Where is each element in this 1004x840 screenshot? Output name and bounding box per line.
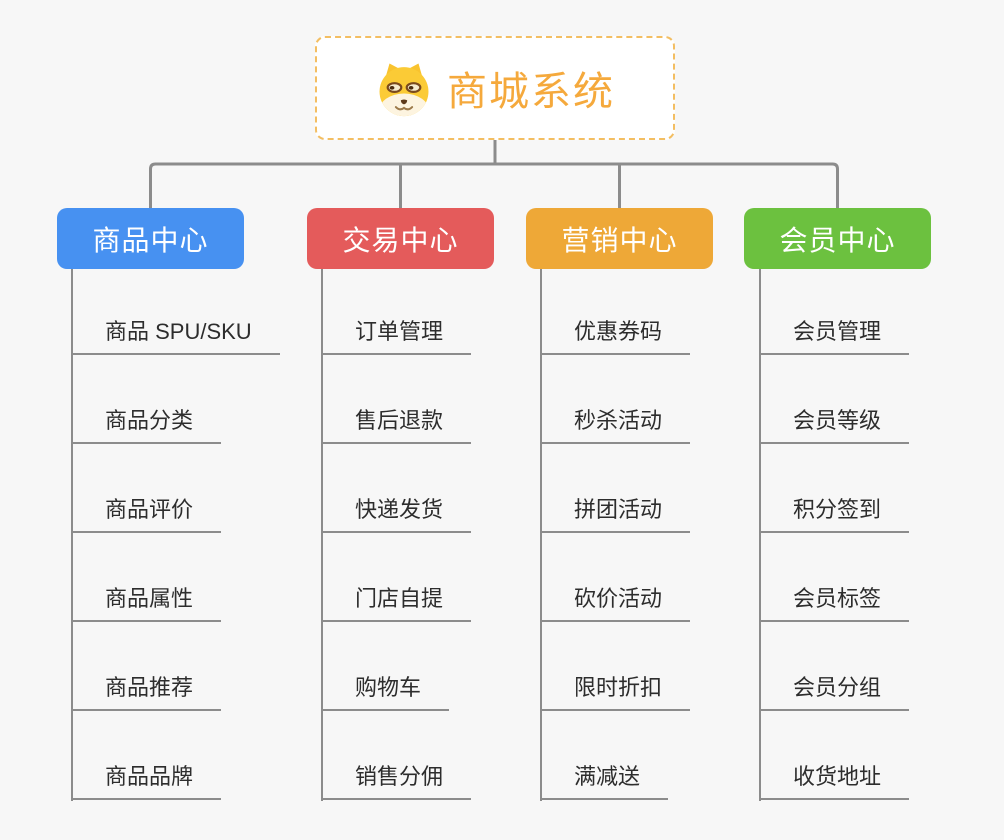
subtopic[interactable]: 订单管理 xyxy=(321,314,472,355)
subtopic[interactable]: 销售分佣 xyxy=(321,759,472,800)
subtopic[interactable]: 商品分类 xyxy=(71,403,222,444)
subtopic[interactable]: 门店自提 xyxy=(321,581,472,622)
branch-topic-product-center[interactable]: 商品中心 xyxy=(57,208,244,269)
subtopic[interactable]: 快递发货 xyxy=(321,492,472,533)
subtopic[interactable]: 商品属性 xyxy=(71,581,222,622)
subtopic[interactable]: 积分签到 xyxy=(759,492,910,533)
root-topic-label: 商城系统 xyxy=(447,70,615,114)
branch-topic-member-center[interactable]: 会员中心 xyxy=(744,208,931,269)
subtopic[interactable]: 限时折扣 xyxy=(540,670,691,711)
subtopic[interactable]: 商品评价 xyxy=(71,492,222,533)
subtopic[interactable]: 会员标签 xyxy=(759,581,910,622)
connector-branch-rail xyxy=(149,162,839,209)
subtopic[interactable]: 砍价活动 xyxy=(540,581,691,622)
root-topic[interactable]: 商城系统 xyxy=(315,36,675,140)
subtopic[interactable]: 满减送 xyxy=(540,759,669,800)
subtopic[interactable]: 商品推荐 xyxy=(71,670,222,711)
subtopic[interactable]: 拼团活动 xyxy=(540,492,691,533)
branch-topic-label: 营销中心 xyxy=(561,224,678,256)
subtopic[interactable]: 秒杀活动 xyxy=(540,403,691,444)
branch-topic-marketing-center[interactable]: 营销中心 xyxy=(526,208,713,269)
subtopic[interactable]: 会员等级 xyxy=(759,403,910,444)
subtopic[interactable]: 购物车 xyxy=(321,670,450,711)
subtopic[interactable]: 会员管理 xyxy=(759,314,910,355)
subtopic[interactable]: 售后退款 xyxy=(321,403,472,444)
branch-topic-label: 交易中心 xyxy=(342,224,459,256)
subtopic[interactable]: 商品 SPU/SKU xyxy=(71,314,280,355)
branch-topic-label: 商品中心 xyxy=(92,224,209,256)
subtopic[interactable]: 会员分组 xyxy=(759,670,910,711)
subtopic[interactable]: 优惠券码 xyxy=(540,314,691,355)
branch-topic-trade-center[interactable]: 交易中心 xyxy=(307,208,494,269)
branch-topic-label: 会员中心 xyxy=(779,224,896,256)
subtopic[interactable]: 收货地址 xyxy=(759,759,910,800)
subtopic[interactable]: 商品品牌 xyxy=(71,759,222,800)
dog-face-icon xyxy=(379,63,429,117)
